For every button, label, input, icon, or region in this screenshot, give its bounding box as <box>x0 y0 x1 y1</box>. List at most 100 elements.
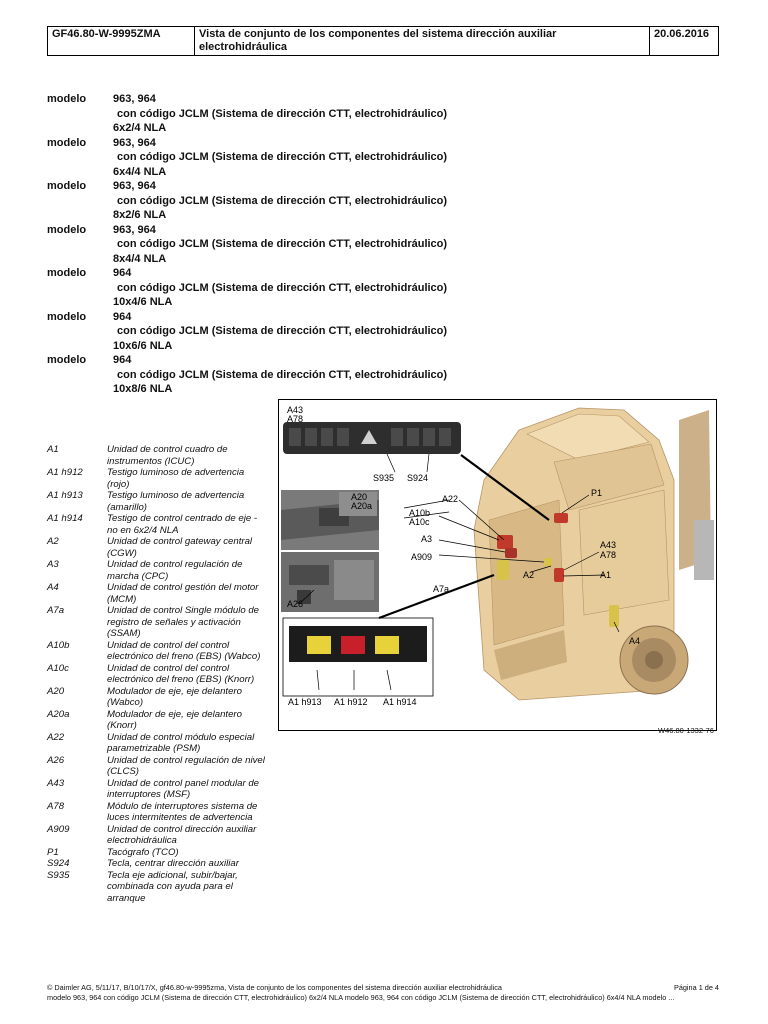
model-variant: 10x6/6 NLA <box>113 339 173 352</box>
component-a10 <box>497 535 513 549</box>
model-code: con código JCLM (Sistema de dirección CT… <box>117 238 448 250</box>
legend-code: A43 <box>47 777 65 789</box>
label-s924: S924 <box>407 473 428 483</box>
label-a3: A3 <box>421 534 432 544</box>
label-a4: A4 <box>629 636 640 646</box>
legend-code: A20a <box>47 708 70 720</box>
legend-desc: Testigo luminoso de advertencia (rojo) <box>107 467 245 490</box>
model-label: modelo <box>47 310 87 323</box>
model-code: con código JCLM (Sistema de dirección CT… <box>117 194 448 207</box>
red-warning-lamp <box>341 636 365 654</box>
label-a78-inset: A78 <box>287 414 303 424</box>
legend-code: S935 <box>47 869 70 881</box>
model-code: con código JCLM (Sistema de dirección CT… <box>117 107 448 120</box>
model-block: modelo 964 con código JCLM (Sistema de d… <box>47 310 727 354</box>
model-block: modelo 963, 964 con código JCLM (Sistema… <box>47 179 727 223</box>
component-a909 <box>544 558 552 566</box>
legend-desc: Testigo luminoso de advertencia (amarill… <box>107 490 245 513</box>
model-block: modelo 963, 964 con código JCLM (Sistema… <box>47 92 727 136</box>
label-a20: A20 <box>351 492 367 502</box>
legend-row: A909 Unidad de control dirección auxiliar… <box>47 824 267 847</box>
model-block: modelo 964 con código JCLM (Sistema de d… <box>47 266 727 310</box>
model-label: modelo <box>47 93 87 105</box>
figure-drawing: A43 A78 S935 S924 A20 A20a A26 A1 h913 A… <box>281 405 714 707</box>
inset-switch-panel <box>283 422 461 454</box>
model-code: con código JCLM (Sistema de dirección CT… <box>117 151 448 163</box>
component-location-figure: A43 A78 S935 S924 A20 A20a A26 A1 h913 A… <box>278 399 717 731</box>
model-block: modelo 963, 964 con código JCLM (Sistema… <box>47 223 727 267</box>
legend-row: A78 Módulo de interruptores sistema de lu… <box>47 801 267 824</box>
legend-desc: Unidad de control Single módulo de regis… <box>107 605 260 639</box>
component-a4 <box>609 605 619 627</box>
model-code: con código JCLM (Sistema de dirección CT… <box>117 281 448 294</box>
label-h913: A1 h913 <box>288 697 322 707</box>
legend-code: A909 <box>47 823 70 835</box>
model-variant: 10x8/6 NLA <box>113 383 173 395</box>
inset-level-control <box>281 552 379 612</box>
legend-desc: Unidad de control del control electrónic… <box>107 662 255 686</box>
legend-desc: Unidad de control del control electrónic… <box>107 639 261 663</box>
model-block: modelo 964 con código JCLM (Sistema de d… <box>47 353 727 397</box>
legend-desc: Unidad de control regulación de nivel (C… <box>107 754 265 778</box>
label-a2: A2 <box>523 570 534 580</box>
component-a1 <box>554 568 564 582</box>
label-a43-inset: A43 <box>287 405 303 415</box>
legend-code: A20 <box>47 685 65 697</box>
model-numbers: 963, 964 <box>113 180 156 192</box>
legend-desc: Unidad de control cuadro de instrumentos… <box>107 444 228 467</box>
legend-code: A1 h914 <box>47 513 83 524</box>
model-label: modelo <box>47 223 87 236</box>
legend-desc: Unidad de control gestión del motor (MCM… <box>107 582 259 605</box>
doc-date: 20.06.2016 <box>654 28 710 40</box>
model-variant: 8x2/6 NLA <box>113 209 167 221</box>
legend-desc: Unidad de control gateway central (CGW) <box>107 536 253 559</box>
label-s935: S935 <box>373 473 394 483</box>
label-a7a: A7a <box>433 584 449 594</box>
legend-row: A26 Unidad de control regulación de nivel… <box>47 755 267 778</box>
legend-code: A1 h912 <box>47 467 83 478</box>
legend-row: P1 Tacógrafo (TCO) <box>47 847 267 859</box>
legend-desc: Módulo de interruptores sistema de luces… <box>107 800 258 824</box>
label-a78: A78 <box>600 550 616 560</box>
legend-desc: Testigo de control centrado de eje - no … <box>107 513 258 536</box>
legend-row: A20a Modulador de eje, eje delantero (Kno… <box>47 709 267 732</box>
legend-desc: Unidad de control regulación de marcha (… <box>107 559 243 582</box>
legend-desc: Tecla, centrar dirección auxiliar <box>107 858 239 869</box>
legend-code: A3 <box>47 559 59 570</box>
legend-desc: Tacógrafo (TCO) <box>107 846 179 858</box>
label-a22: A22 <box>442 494 458 504</box>
axle-centering-lamp <box>375 636 399 654</box>
legend-desc: Modulador de eje, eje delantero (Knorr) <box>107 708 242 732</box>
legend-code: A4 <box>47 582 59 593</box>
model-label: modelo <box>47 180 87 192</box>
model-code: con código JCLM (Sistema de dirección CT… <box>117 368 448 381</box>
yellow-warning-lamp <box>307 636 331 654</box>
label-a1: A1 <box>600 570 611 580</box>
legend-row: A20 Modulador de eje, eje delantero (Wabc… <box>47 686 267 709</box>
model-code: con código JCLM (Sistema de dirección CT… <box>117 325 448 337</box>
label-p1: P1 <box>591 488 602 498</box>
legend-code: A22 <box>47 731 65 743</box>
label-h912: A1 h912 <box>334 697 368 707</box>
legend-desc: Unidad de control dirección auxiliar ele… <box>107 823 257 847</box>
model-variant: 6x4/4 NLA <box>113 165 167 178</box>
label-a909: A909 <box>411 552 432 562</box>
doc-title: Vista de conjunto de los componentes del… <box>195 27 650 55</box>
figure-id: W46.80-1332-76 <box>658 726 714 735</box>
model-block: modelo 963, 964 con código JCLM (Sistema… <box>47 136 727 180</box>
footer-page-number: Página 1 de 4 <box>673 983 719 992</box>
legend-code: A26 <box>47 754 65 766</box>
legend-desc: Modulador de eje, eje delantero (Wabco) <box>107 685 242 709</box>
document-header: GF46.80-W-9995ZMA Vista de conjunto de l… <box>47 26 719 56</box>
label-a10b: A10b <box>409 508 430 518</box>
legend-code: A78 <box>47 800 65 812</box>
legend-code: P1 <box>47 846 59 858</box>
